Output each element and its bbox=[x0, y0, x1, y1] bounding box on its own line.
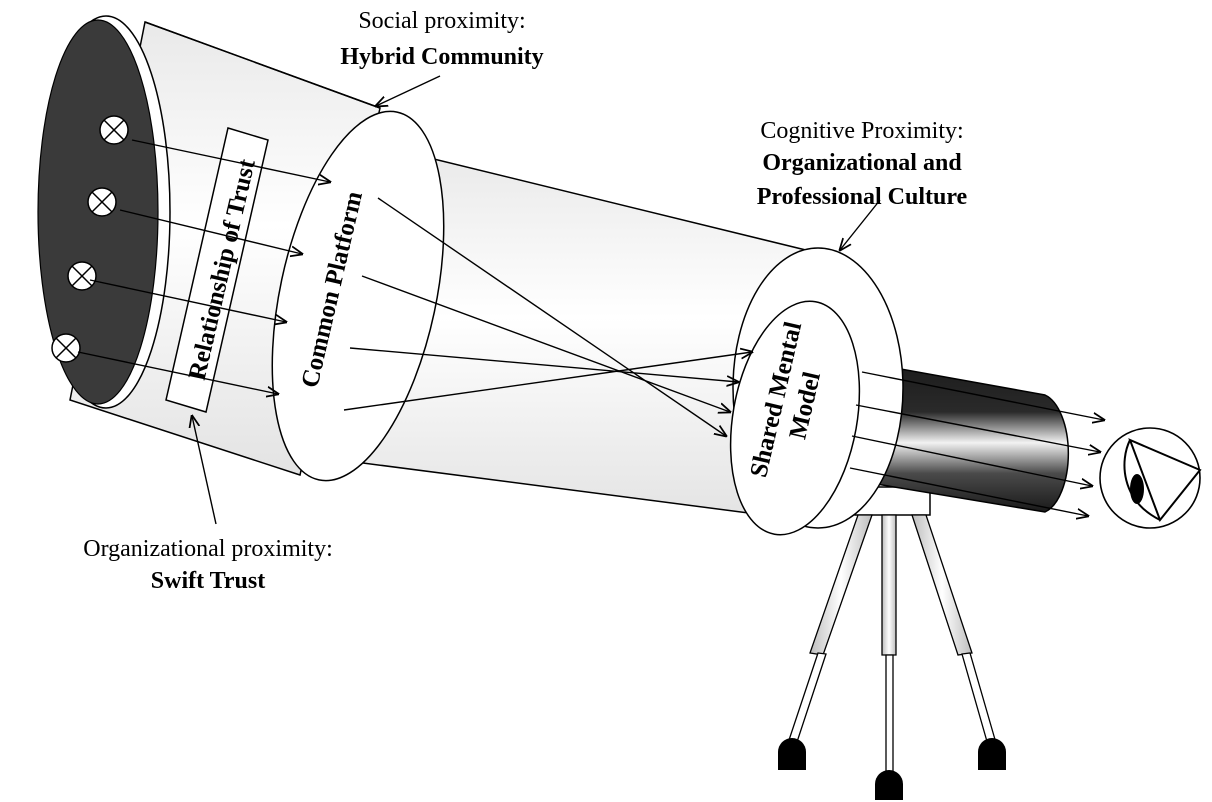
cross-circle-icon bbox=[87, 187, 117, 217]
cross-circle-icon bbox=[67, 261, 97, 291]
eye-icon bbox=[1099, 427, 1202, 529]
source-group bbox=[51, 115, 129, 363]
hybrid-community-label: Hybrid Community bbox=[340, 44, 543, 70]
shared-model-lens: Shared Mental Model bbox=[729, 300, 861, 536]
swift-trust-label: Swift Trust bbox=[151, 568, 265, 594]
cross-circle-icon bbox=[99, 115, 129, 145]
cognitive-proximity-label: Cognitive Proximity: bbox=[760, 118, 963, 144]
professional-culture-label: Professional Culture bbox=[757, 184, 968, 210]
output-rays bbox=[849, 371, 1104, 516]
organizational-culture-label: Organizational and bbox=[762, 150, 962, 176]
label-pointers bbox=[192, 75, 881, 525]
common-platform-lens: Common Platform bbox=[271, 110, 445, 482]
social-proximity-label: Social proximity: bbox=[358, 8, 525, 34]
input-rays bbox=[77, 139, 330, 394]
tripod-icon bbox=[778, 486, 1006, 800]
organizational-proximity-label: Organizational proximity: bbox=[83, 536, 333, 562]
crossing-rays bbox=[343, 197, 752, 436]
cross-circle-icon bbox=[51, 333, 81, 363]
